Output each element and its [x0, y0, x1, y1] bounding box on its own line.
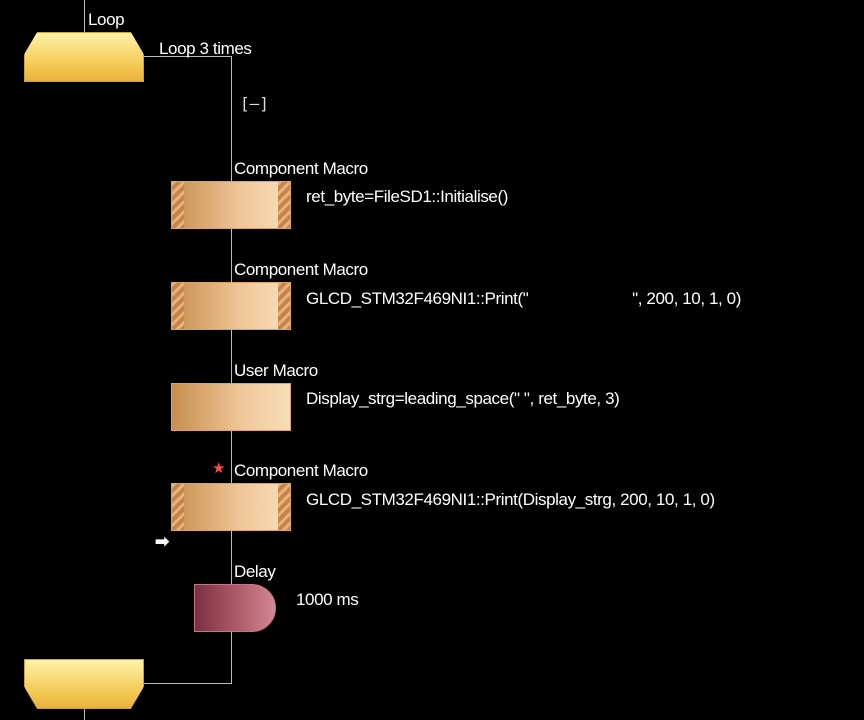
- component-macro-block[interactable]: [171, 181, 291, 229]
- flow-line-exit: [84, 708, 85, 720]
- flow-line-main: [231, 56, 232, 684]
- step-type-label: Component Macro: [234, 159, 368, 178]
- step-type-label: Delay: [234, 562, 276, 581]
- collapse-toggle[interactable]: [–]: [240, 94, 269, 113]
- loop-condition: Loop 3 times: [159, 39, 252, 58]
- component-macro-block[interactable]: [171, 282, 291, 330]
- loop-end-block[interactable]: [24, 659, 144, 709]
- breakpoint-star-icon[interactable]: ★: [212, 460, 226, 477]
- step-text: Display_strg=leading_space(" ", ret_byte…: [306, 389, 620, 408]
- step-type-label: Component Macro: [234, 260, 368, 279]
- step-text: ret_byte=FileSD1::Initialise(): [306, 187, 509, 206]
- step-type-label: Component Macro: [234, 461, 368, 480]
- step-type-label: User Macro: [234, 361, 318, 380]
- step-text: GLCD_STM32F469NI1::Print(" ", 200, 10, 1…: [306, 289, 741, 308]
- delay-block[interactable]: [194, 584, 276, 632]
- current-step-arrow-icon: ➡: [155, 532, 170, 551]
- loop-start-block[interactable]: [24, 32, 144, 82]
- flow-line-entry: [84, 0, 85, 33]
- flow-line-loop-top: [144, 56, 231, 57]
- flow-line-loop-bottom: [144, 683, 232, 684]
- component-macro-block[interactable]: [171, 483, 291, 531]
- loop-title: Loop: [88, 10, 125, 29]
- user-macro-block[interactable]: [171, 383, 291, 431]
- delay-text: 1000 ms: [296, 590, 359, 609]
- step-text: GLCD_STM32F469NI1::Print(Display_strg, 2…: [306, 490, 715, 509]
